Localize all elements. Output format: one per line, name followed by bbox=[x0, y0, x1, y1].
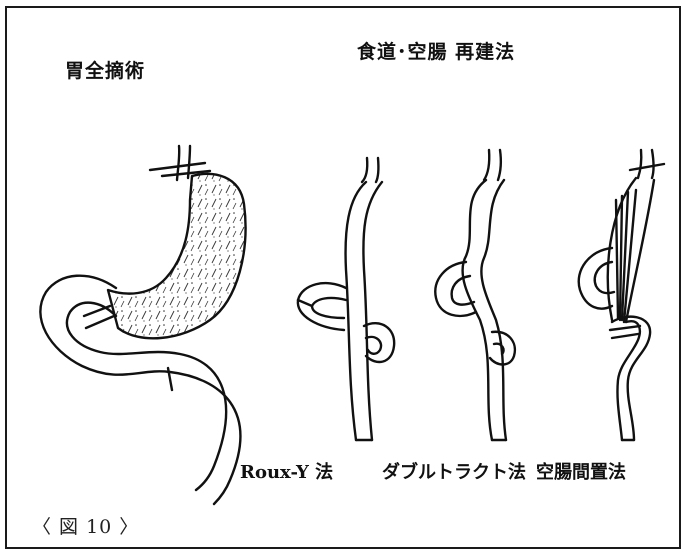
interposition-drawing bbox=[579, 150, 664, 440]
figure-caption: 〈 図 10 〉 bbox=[32, 512, 139, 539]
double-tract-drawing bbox=[435, 150, 515, 440]
double-tract-label: ダブルトラクト法 bbox=[382, 458, 526, 484]
interposition-label: 空腸間置法 bbox=[536, 458, 626, 484]
roux-y-label: Roux-Y 法 bbox=[240, 458, 333, 484]
reconstruction-methods-title: 食道･空腸 再建法 bbox=[357, 37, 515, 64]
stomach-body bbox=[108, 174, 246, 338]
stomach-drawing bbox=[40, 146, 245, 504]
total-gastrectomy-title: 胃全摘術 bbox=[65, 56, 145, 83]
roux-y-drawing bbox=[298, 158, 394, 440]
